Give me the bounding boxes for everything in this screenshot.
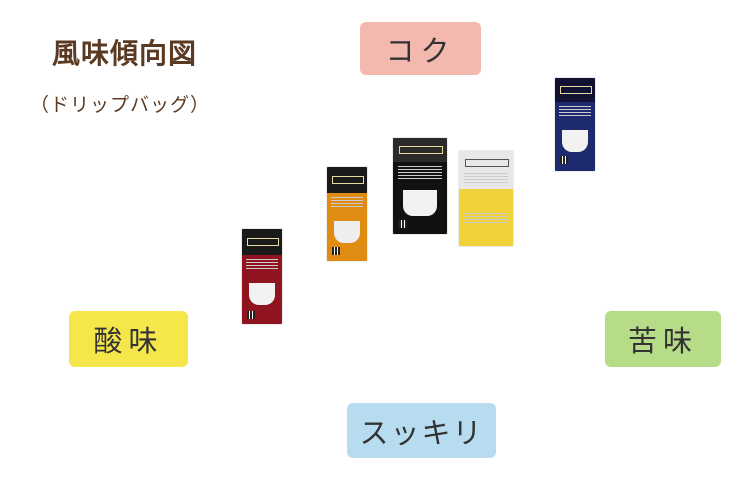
page-title: 風味傾向図 [52,37,198,70]
axis-label-right: 苦味 [605,311,721,367]
product-package-navy [555,78,595,171]
product-package-orange [327,167,367,261]
axis-label-left: 酸味 [69,311,188,367]
axis-label-bottom: スッキリ [347,403,496,458]
product-package-yellow [459,151,513,246]
product-package-red [242,229,282,324]
page-subtitle: （ドリップバッグ） [30,94,211,116]
product-package-black [393,138,447,234]
axis-label-top: コク [360,22,481,75]
